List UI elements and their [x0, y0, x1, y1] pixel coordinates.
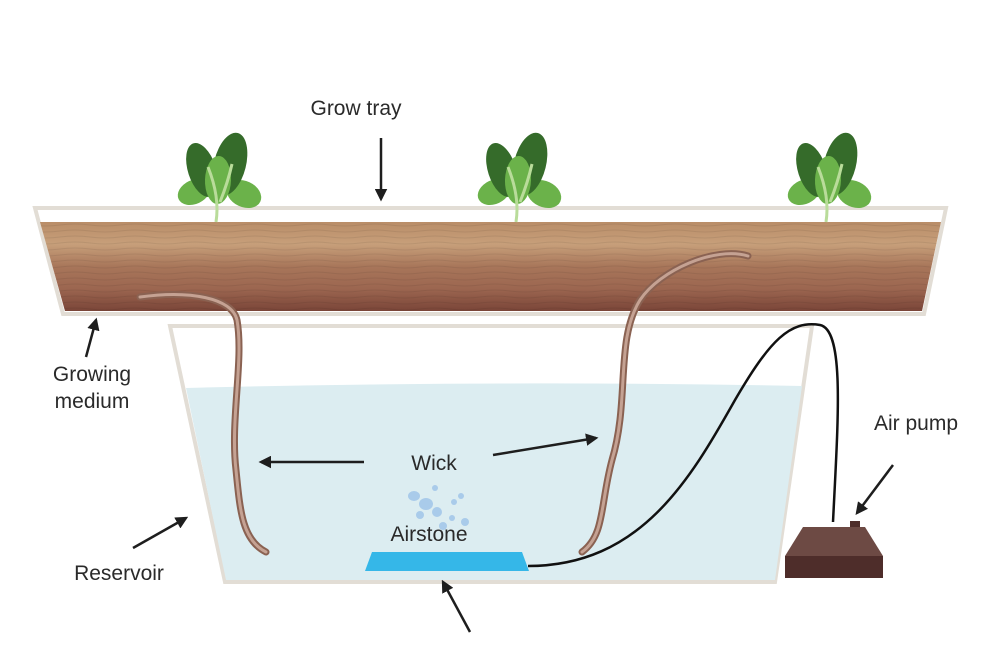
wick-right-arrow [492, 433, 599, 457]
plant-stem [816, 163, 844, 223]
grow-tray [32, 206, 949, 316]
plant-stem [506, 163, 534, 223]
plants [177, 132, 872, 223]
bubbles-icon [408, 485, 469, 530]
air-pump-arrow [855, 464, 894, 515]
reservoir-arrow [132, 516, 189, 550]
wicks [136, 250, 752, 556]
plant-icon [177, 132, 262, 223]
wick-label: Wick [411, 452, 457, 475]
labels: Grow tray Growing medium Wick Airstone A… [53, 97, 958, 585]
plant-icon [787, 132, 872, 223]
air-pump-label: Air pump [874, 412, 958, 435]
growing-medium-texture [40, 222, 941, 311]
airstone-arrow [441, 579, 472, 633]
air-tube [527, 323, 840, 568]
arrows [84, 138, 894, 633]
grow-tray-label: Grow tray [310, 97, 402, 120]
growing-medium-label-line2: medium [55, 390, 130, 413]
reservoir-water [186, 383, 802, 580]
reservoir-label: Reservoir [74, 562, 164, 585]
growing-medium-label-line1: Growing [53, 363, 131, 386]
airstone-icon [365, 552, 529, 571]
air-pump-icon [785, 521, 883, 578]
growing-medium-arrow [84, 317, 100, 358]
airstone-label: Airstone [390, 523, 467, 546]
plant-stem [206, 163, 234, 223]
plant-icon [477, 132, 562, 223]
reservoir [167, 324, 815, 584]
